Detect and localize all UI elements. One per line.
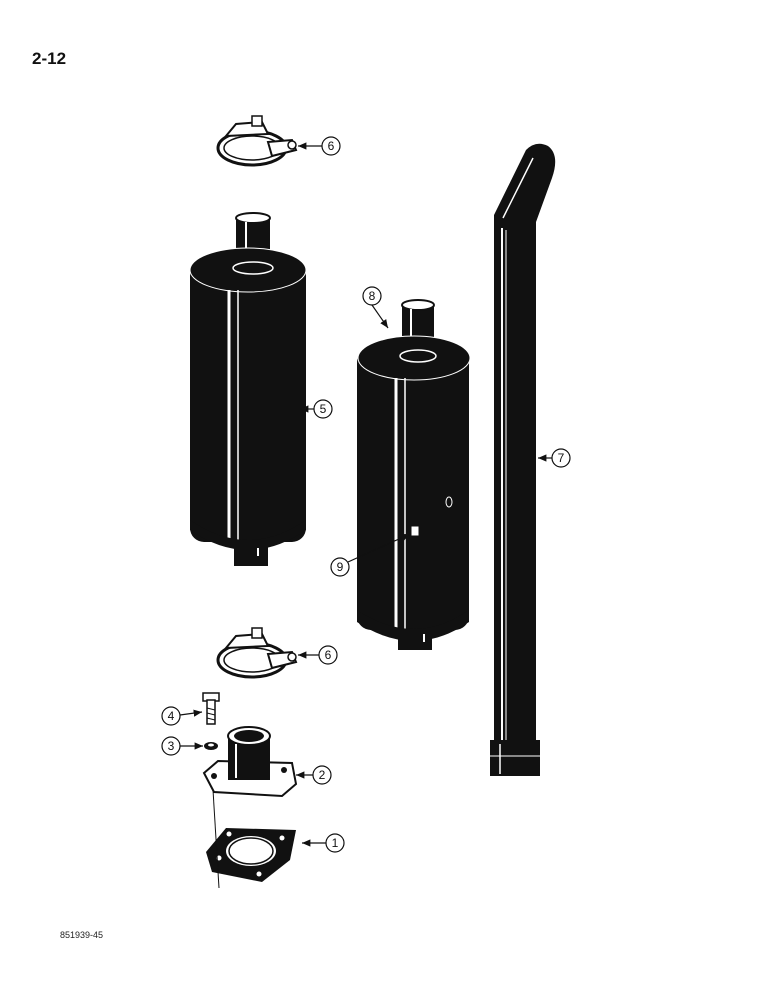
exhaust-stack	[490, 143, 556, 776]
callout-1: 1	[325, 833, 345, 853]
callout-2: 2	[312, 765, 332, 785]
callout-1-label: 1	[332, 836, 339, 850]
callout-8-label: 8	[369, 289, 376, 303]
flange-gasket	[206, 828, 296, 882]
callout-6-bottom-label: 6	[325, 648, 332, 662]
callout-7-label: 7	[558, 451, 565, 465]
lock-washer	[204, 742, 218, 750]
callout-4: 4	[161, 706, 181, 726]
callout-9: 9	[330, 557, 350, 577]
callout-4-label: 4	[168, 709, 175, 723]
callout-7: 7	[551, 448, 571, 468]
figure-code: 851939-45	[60, 930, 104, 940]
callout-6-top-label: 6	[328, 139, 335, 153]
callout-3-label: 3	[168, 739, 175, 753]
page-number: 2-12	[32, 49, 67, 68]
upper-clamp	[216, 115, 298, 167]
callout-9-label: 9	[337, 560, 344, 574]
callout-5-label: 5	[320, 402, 327, 416]
alignment-line	[212, 789, 220, 889]
leader-lines	[179, 142, 553, 847]
bolt	[202, 692, 220, 725]
lower-clamp	[216, 627, 298, 679]
callout-6-top: 6	[321, 136, 341, 156]
exhaust-flange	[202, 726, 298, 798]
muffler-left	[189, 212, 307, 566]
callout-6-bottom: 6	[318, 645, 338, 665]
callout-5: 5	[313, 399, 333, 419]
callout-8: 8	[362, 286, 382, 306]
callout-2-label: 2	[319, 768, 326, 782]
callout-3: 3	[161, 736, 181, 756]
muffler-right	[357, 299, 471, 650]
